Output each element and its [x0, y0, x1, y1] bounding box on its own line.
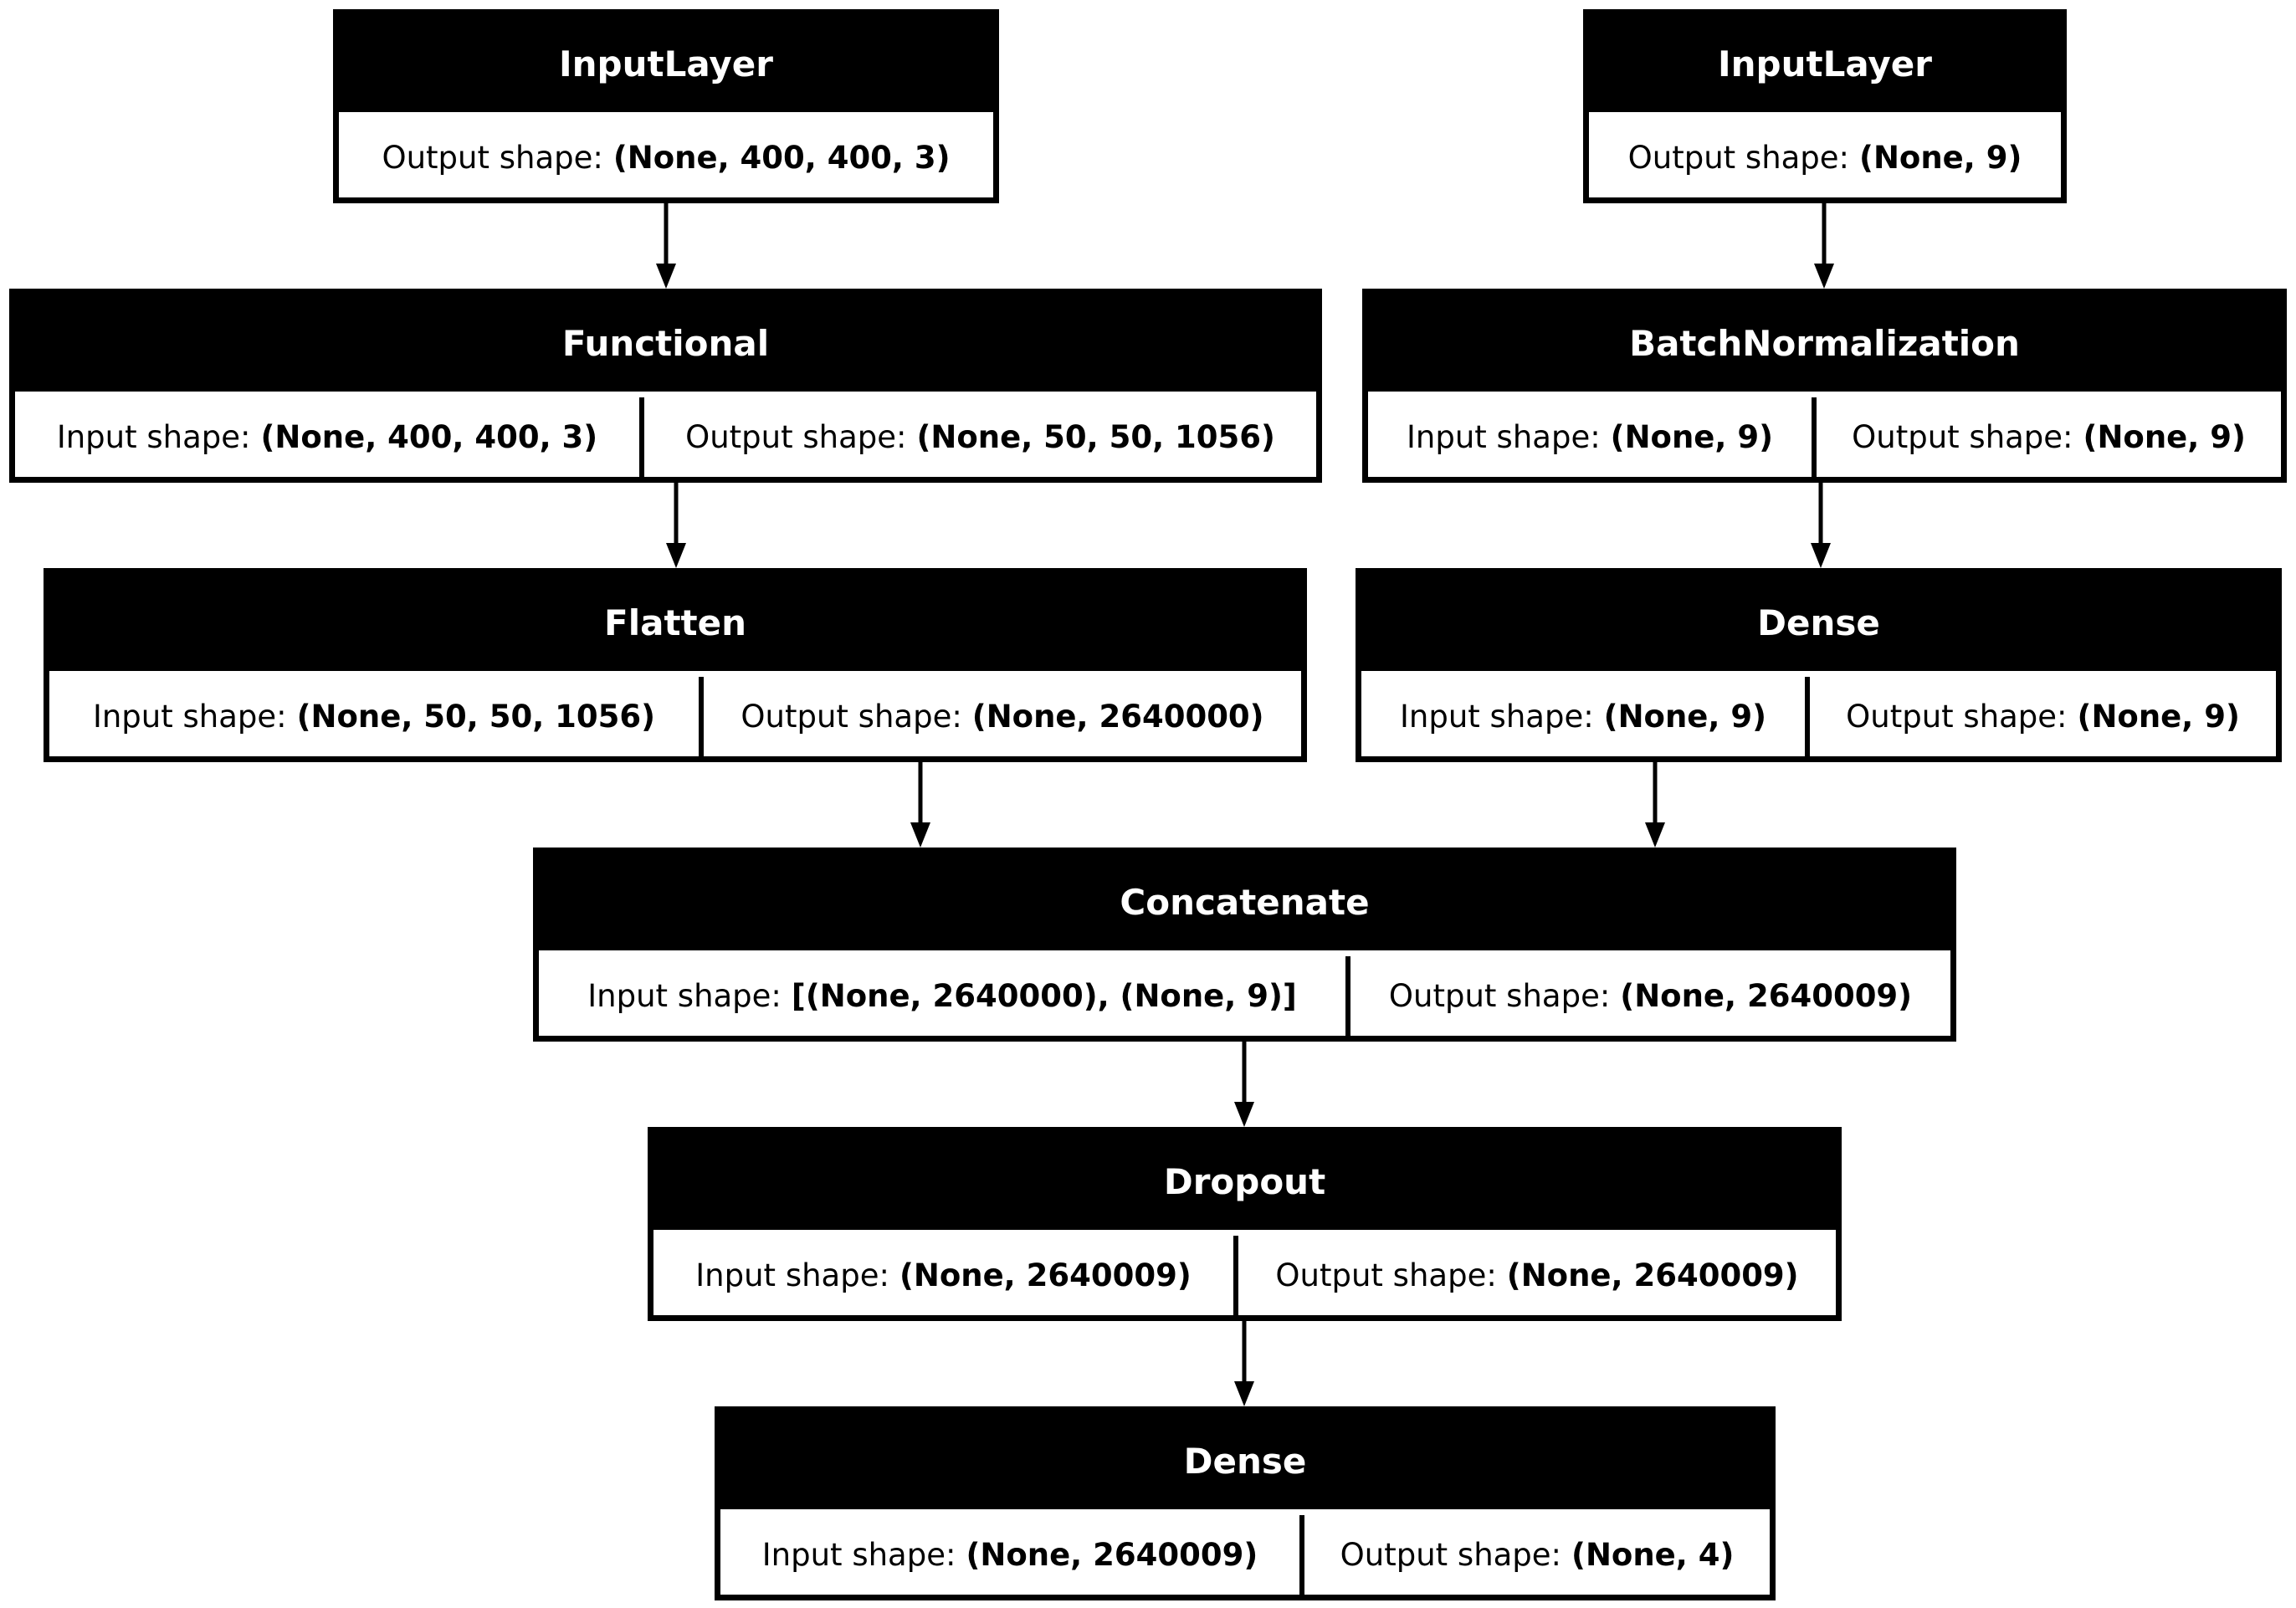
input-shape-cell: Input shape:(None, 400, 400, 3): [15, 397, 644, 477]
input-shape-value: (None, 400, 400, 3): [260, 419, 598, 455]
input-shape-value: (None, 2640009): [899, 1257, 1192, 1293]
output-shape-value: (None, 9): [2083, 419, 2246, 455]
output-shape-label: Output shape:: [741, 699, 962, 735]
input-shape-label: Input shape:: [92, 699, 287, 735]
output-shape-cell: Output shape: (None, 9): [1817, 397, 2281, 477]
input-shape-label: Input shape:: [1406, 419, 1601, 455]
layer-title: Functional: [15, 294, 1316, 392]
arrowhead-batchnorm-to-dense-1: [1811, 543, 1831, 568]
output-shape-cell: Output shape:(None, 50, 50, 1056): [644, 397, 1316, 477]
output-shape-cell: Output shape:(None, 9): [1810, 677, 2276, 756]
input-shape-value: (None, 9): [1610, 419, 1773, 455]
arrowhead-input-1-to-functional: [656, 264, 676, 289]
output-shape-cell: Output shape:(None, 9): [1589, 118, 2061, 197]
input-shape-cell: Input shape:(None, 9): [1361, 677, 1810, 756]
output-shape-label: Output shape:: [382, 140, 603, 176]
output-shape-value: (None, 2640009): [1620, 978, 1913, 1014]
arrowhead-dropout-to-dense-2: [1234, 1381, 1254, 1406]
output-shape-cell: Output shape:(None, 2640000): [704, 677, 1301, 756]
layer-title: Dense: [1361, 574, 2276, 671]
arrowhead-flatten-to-concatenate: [910, 822, 930, 848]
input-shape-value: (None, 9): [1603, 699, 1766, 735]
layer-shapes: Input shape:(None, 50, 50, 1056)Output s…: [49, 671, 1301, 756]
input-shape-cell: Input shape:(None, 50, 50, 1056): [49, 677, 704, 756]
output-shape-value: (None, 2640009): [1506, 1257, 1799, 1293]
output-shape-value: (None, 4): [1571, 1537, 1735, 1573]
input-shape-label: Input shape:: [1399, 699, 1594, 735]
layer-shapes: Input shape:(None, 9)Output shape:(None,…: [1361, 671, 2276, 756]
output-shape-label: Output shape:: [1388, 978, 1611, 1014]
input-shape-value: (None, 50, 50, 1056): [296, 699, 656, 735]
output-shape-value: (None, 50, 50, 1056): [916, 419, 1275, 455]
input-shape-value: (None, 2640009): [966, 1537, 1258, 1573]
input-shape-cell: Input shape: (None, 2640009): [720, 1515, 1304, 1595]
input-shape-cell: Input shape:(None, 9): [1368, 397, 1817, 477]
layer-title: Flatten: [49, 574, 1301, 671]
output-shape-label: Output shape:: [1852, 419, 2073, 455]
layer-title: InputLayer: [1589, 15, 2061, 112]
layer-shapes: Input shape:(None, 9)Output shape:(None,…: [1368, 392, 2281, 477]
arrowhead-dense-1-to-concatenate: [1645, 822, 1665, 848]
layer-title: Concatenate: [539, 853, 1950, 950]
output-shape-value: (None, 400, 400, 3): [612, 140, 951, 176]
layer-shapes: Output shape:(None, 400, 400, 3): [339, 112, 993, 197]
output-shape-value: (None, 9): [1859, 140, 2022, 176]
layer-shapes: Output shape:(None, 9): [1589, 112, 2061, 197]
output-shape-label: Output shape:: [1627, 140, 1850, 176]
layer-shapes: Input shape:(None, 400, 400, 3)Output sh…: [15, 392, 1316, 477]
layer-title: Dense: [720, 1412, 1770, 1509]
layer-title: BatchNormalization: [1368, 294, 2281, 392]
layer-title: InputLayer: [339, 15, 993, 112]
layer-shapes: Input shape: (None, 2640009) Output shape:…: [720, 1509, 1770, 1595]
output-shape-cell: Output shape:(None, 4): [1304, 1515, 1770, 1595]
input-shape-label: Input shape:: [587, 978, 782, 1014]
layer-shapes: Input shape:[(None, 2640000), (None, 9)]…: [539, 950, 1950, 1036]
output-shape-label: Output shape:: [1846, 699, 2068, 735]
layer-title: Dropout: [653, 1133, 1836, 1230]
output-shape-label: Output shape:: [1275, 1257, 1497, 1293]
output-shape-label: Output shape:: [1340, 1537, 1562, 1573]
arrowhead-input-2-to-batchnorm: [1814, 264, 1834, 289]
output-shape-cell: Output shape:(None, 2640009): [1238, 1236, 1836, 1315]
output-shape-value: (None, 2640000): [971, 699, 1264, 735]
output-shape-value: (None, 9): [2077, 699, 2240, 735]
input-shape-value: [(None, 2640000), (None, 9)]: [791, 978, 1297, 1014]
output-shape-cell: Output shape:(None, 2640009): [1350, 956, 1950, 1036]
input-shape-cell: Input shape: (None, 2640009): [653, 1236, 1238, 1315]
output-shape-label: Output shape:: [685, 419, 907, 455]
arrowhead-concatenate-to-dropout: [1234, 1102, 1254, 1127]
input-shape-label: Input shape:: [56, 419, 251, 455]
arrowhead-functional-to-flatten: [666, 543, 686, 568]
input-shape-cell: Input shape:[(None, 2640000), (None, 9)]: [539, 956, 1350, 1036]
output-shape-cell: Output shape:(None, 400, 400, 3): [339, 118, 993, 197]
layer-shapes: Input shape:(None, 2640009)Output shape:…: [653, 1230, 1836, 1315]
input-shape-label: Input shape:: [761, 1537, 956, 1573]
input-shape-label: Input shape:: [695, 1257, 889, 1293]
